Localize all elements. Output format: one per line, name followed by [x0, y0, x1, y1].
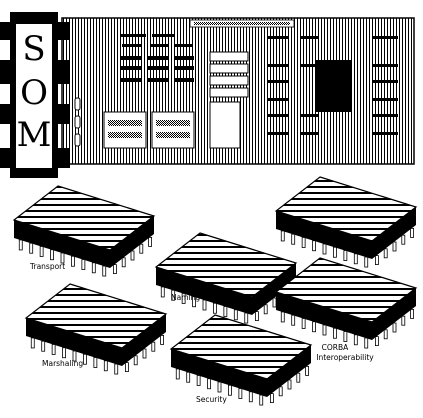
motherboard	[61, 17, 415, 165]
logo-letter-m: M	[17, 115, 52, 155]
processor-chip	[316, 60, 352, 112]
module-label-marshaling: Marshaling	[42, 359, 83, 368]
chip-security	[169, 314, 313, 406]
edge-connectors	[74, 97, 81, 147]
chip-corba	[274, 257, 418, 349]
logo-letter-s: S	[22, 29, 45, 69]
sub-board-2	[151, 111, 195, 149]
sub-board-1	[103, 111, 147, 149]
chip-naming	[154, 232, 298, 324]
board-header-strip	[189, 19, 295, 28]
module-label-security: Security	[196, 395, 227, 404]
chip-top-right	[274, 176, 418, 268]
white-card	[209, 101, 241, 149]
som-logo: S O M	[0, 12, 70, 178]
chip-transport	[12, 185, 156, 277]
module-label-naming: Naming	[171, 293, 200, 302]
memory-slots	[209, 51, 249, 98]
component-grid-left	[120, 34, 194, 82]
chip-marshaling	[24, 283, 168, 375]
chip-modules	[12, 176, 418, 406]
module-label-corba: CORBA	[322, 343, 349, 352]
logo-letter-o: O	[20, 73, 48, 113]
component-grid-right	[268, 36, 398, 135]
module-label-transport: Transport	[29, 262, 65, 271]
module-label-interoperability: Interoperability	[316, 353, 374, 362]
